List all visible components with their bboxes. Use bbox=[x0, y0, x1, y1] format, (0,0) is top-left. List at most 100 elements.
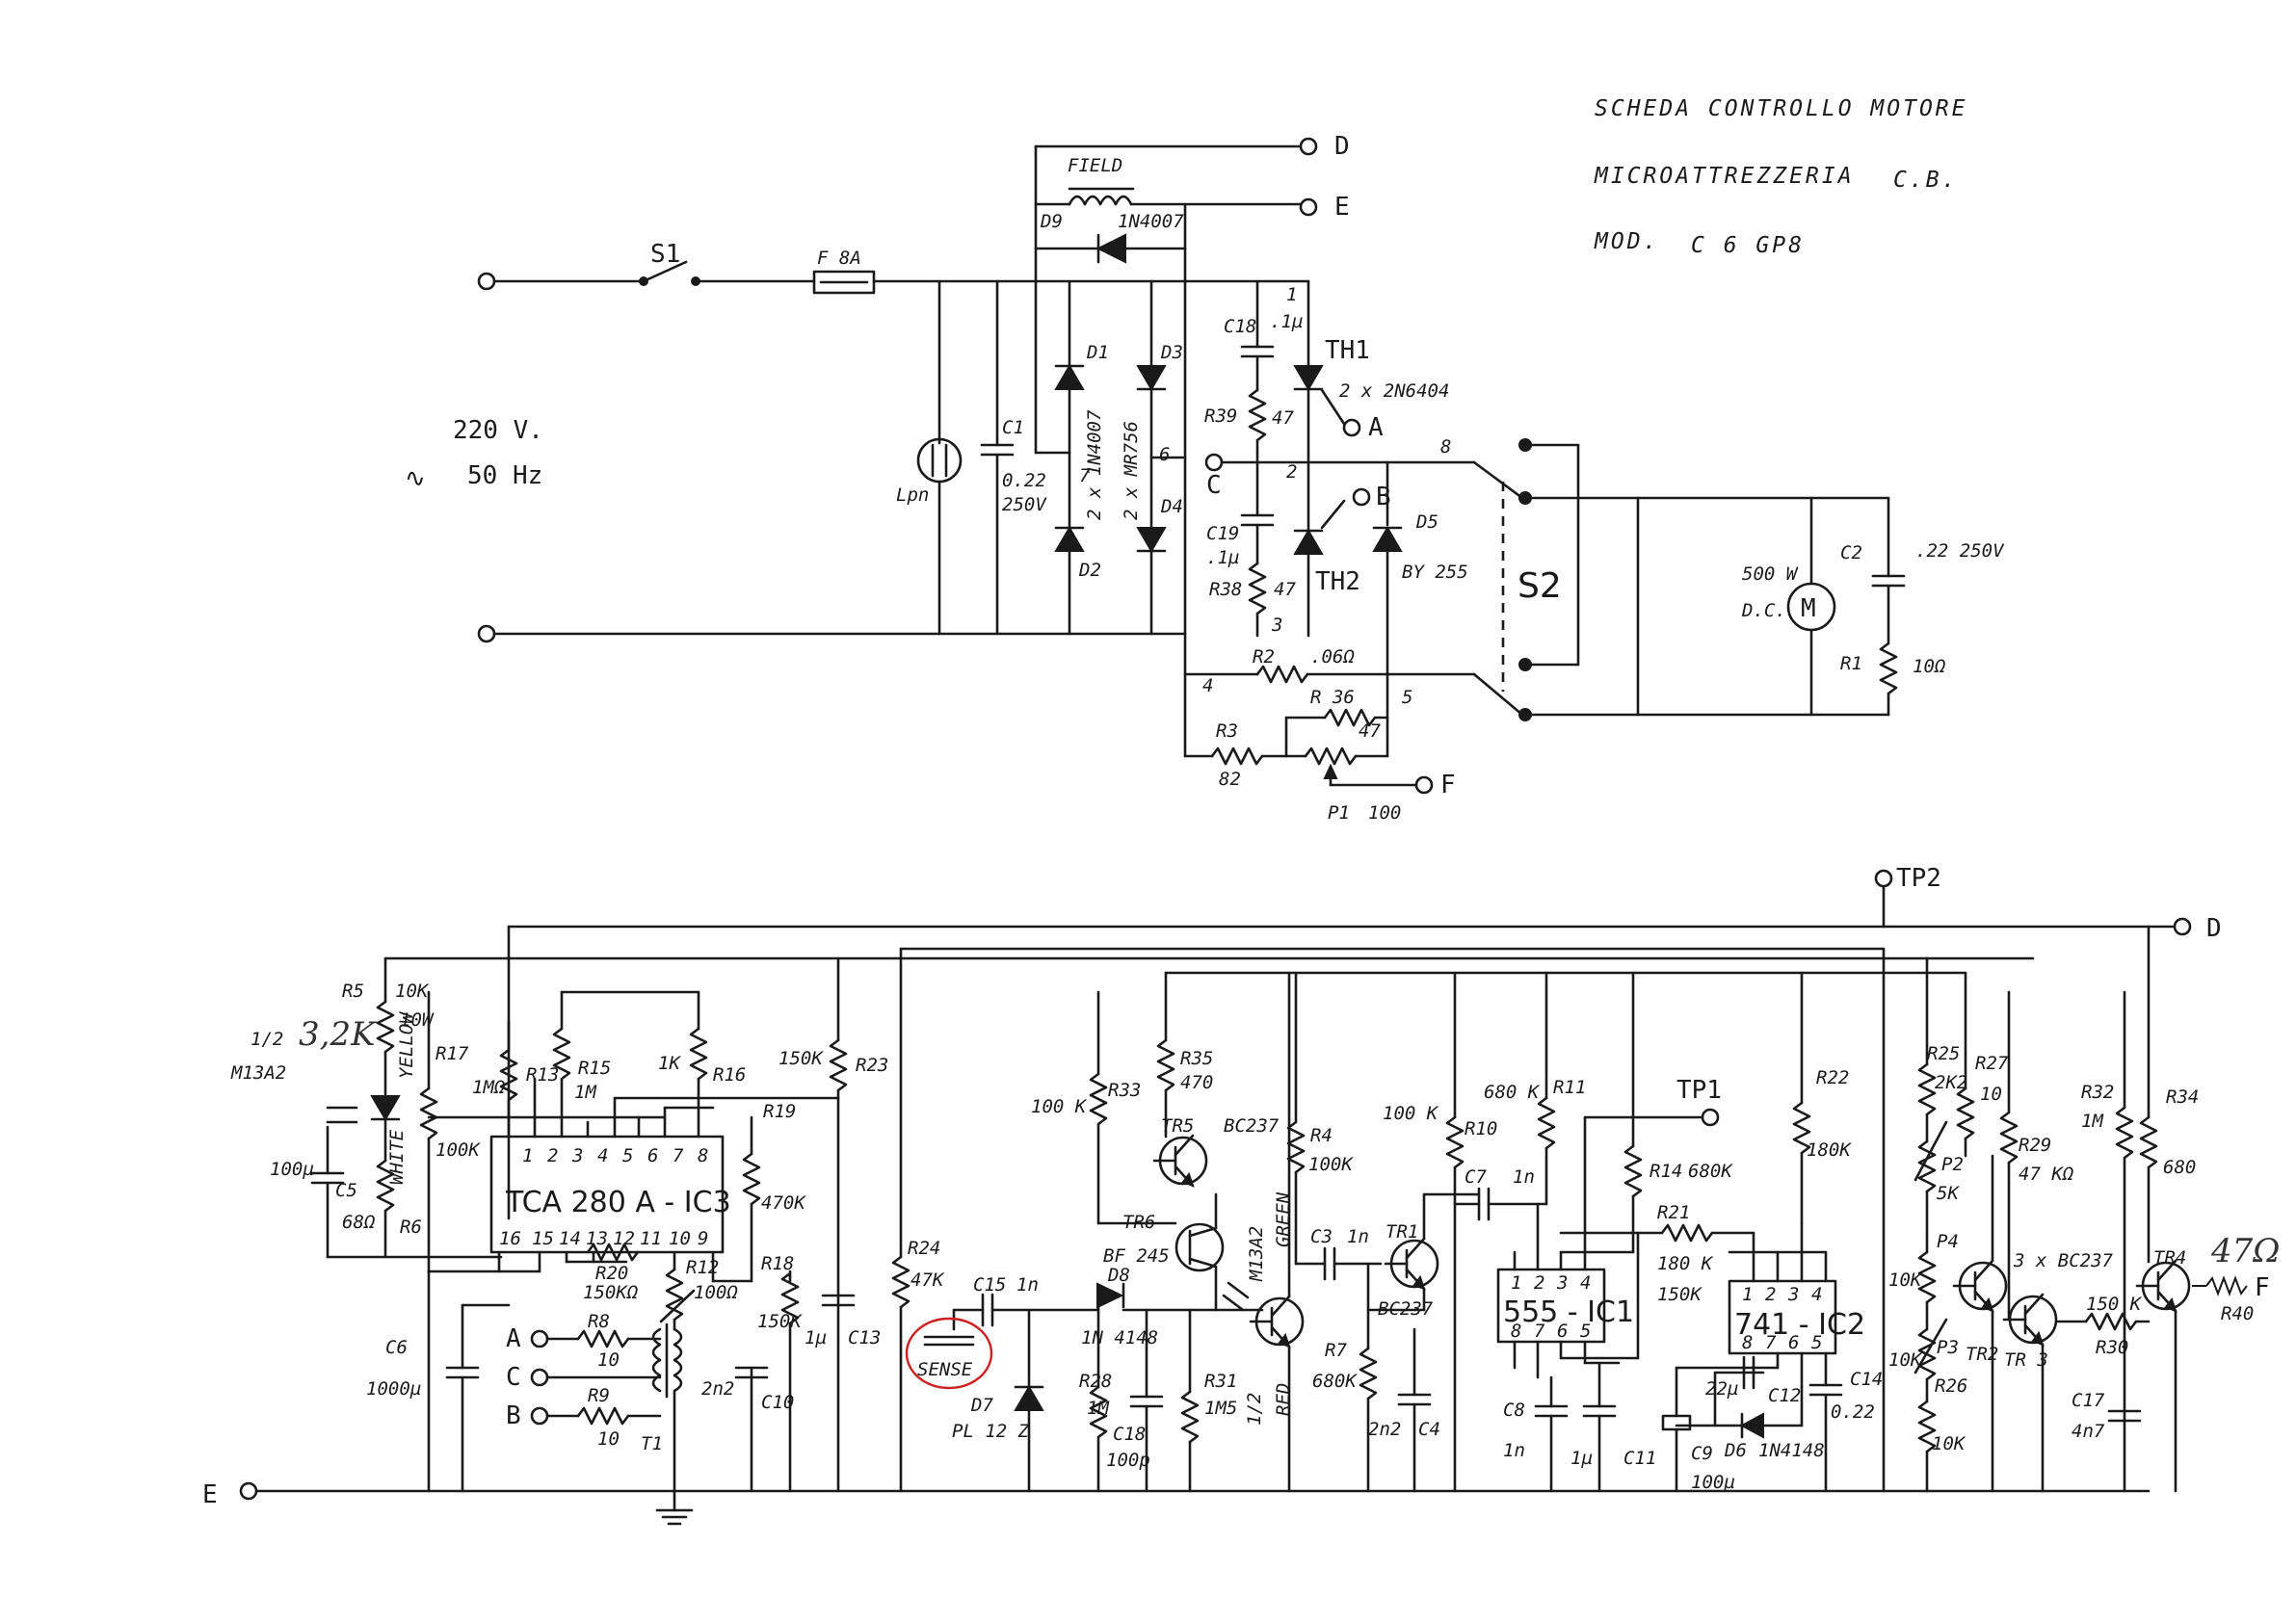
r19-label: R19 bbox=[763, 1101, 796, 1122]
node-5: 5 bbox=[1402, 687, 1412, 708]
p4-label: P4 bbox=[1937, 1231, 1959, 1252]
r17-label: R17 bbox=[435, 1043, 469, 1064]
ic3-pin-13: 13 bbox=[586, 1228, 608, 1249]
opto2-fraction: 1/2 bbox=[1244, 1393, 1265, 1426]
p3-value: 10K bbox=[1888, 1349, 1923, 1371]
c10-label: C10 bbox=[761, 1392, 794, 1413]
r23-label: R23 bbox=[856, 1055, 888, 1076]
c13-value: 1µ bbox=[805, 1327, 827, 1348]
r6-value: 68Ω bbox=[342, 1212, 376, 1233]
d8-value: 1N 4148 bbox=[1081, 1327, 1158, 1348]
s1-label: S1 bbox=[650, 240, 680, 269]
wire-red: RED bbox=[1273, 1383, 1294, 1416]
transformer-t1-primary bbox=[651, 1327, 662, 1393]
r1-label: R1 bbox=[1840, 653, 1862, 674]
d2-label: D2 bbox=[1078, 560, 1101, 581]
r21-value: 180 K bbox=[1657, 1253, 1714, 1274]
r27-label: R27 bbox=[1975, 1053, 2009, 1074]
r38-value: 47 bbox=[1274, 579, 1296, 600]
r32-value: 1M bbox=[2081, 1111, 2103, 1132]
r11-value: 680 K bbox=[1484, 1082, 1541, 1103]
c12-value: 22µ bbox=[1705, 1378, 1738, 1400]
c7-value: 1n bbox=[1513, 1166, 1535, 1188]
neon-lamp bbox=[916, 437, 963, 484]
r9-value: 10 bbox=[597, 1428, 620, 1450]
ic3-label: TCA 280 A - IC3 bbox=[505, 1186, 731, 1219]
node-6: 6 bbox=[1159, 444, 1170, 465]
c11-label: C11 bbox=[1623, 1448, 1656, 1469]
title-line-2: MICROATTREZZERIA bbox=[1594, 164, 1855, 189]
r2-label: R2 bbox=[1253, 646, 1275, 668]
r35-value: 470 bbox=[1180, 1072, 1213, 1093]
ic3-pin-4: 4 bbox=[597, 1145, 608, 1166]
ic3-pin-10: 10 bbox=[669, 1228, 691, 1249]
c8-label: C8 bbox=[1503, 1400, 1525, 1421]
r14-label: R14 bbox=[1649, 1161, 1682, 1182]
r12-value: 100Ω bbox=[694, 1282, 738, 1303]
ic2-pin-3: 3 bbox=[1787, 1284, 1799, 1305]
r22-label: R22 bbox=[1816, 1067, 1849, 1088]
transistor-tr5 bbox=[1152, 1134, 1208, 1188]
tp1-label: TP1 bbox=[1676, 1076, 1722, 1105]
lamp-label: Lpn bbox=[896, 484, 929, 506]
mains-terminal-top bbox=[477, 272, 496, 291]
r8-value: 10 bbox=[597, 1349, 620, 1371]
ic1-555 bbox=[1496, 1268, 1606, 1344]
c18-label: C18 bbox=[1113, 1424, 1146, 1445]
ic1-pin-8: 8 bbox=[1511, 1321, 1521, 1342]
d9-label: D9 bbox=[1040, 211, 1063, 232]
c18p-label: C18 bbox=[1224, 316, 1256, 337]
d6-value: 1N4148 bbox=[1758, 1440, 1825, 1461]
ic2-pin-1: 1 bbox=[1742, 1284, 1753, 1305]
ic1-pin-1: 1 bbox=[1511, 1272, 1521, 1294]
r18-value: 150K bbox=[757, 1311, 803, 1332]
motor-power: 500 W bbox=[1742, 563, 1799, 585]
d7-value: PL 12 Z bbox=[952, 1421, 1030, 1442]
title-block: SCHEDA CONTROLLO MOTORE MICROATTREZZERIA… bbox=[1594, 96, 1968, 258]
node-2: 2 bbox=[1286, 461, 1297, 483]
p1-label: P1 bbox=[1328, 802, 1350, 824]
c2-value: .22 250V bbox=[1915, 540, 2005, 562]
d9-value: 1N4007 bbox=[1118, 211, 1184, 232]
node-7: 7 bbox=[1079, 465, 1091, 486]
r27-value: 10 bbox=[1980, 1084, 2002, 1105]
wire-green: GREEN bbox=[1273, 1191, 1294, 1247]
ic3-tca280a bbox=[489, 1135, 725, 1254]
c6-value: 1000µ bbox=[366, 1378, 421, 1400]
node-8: 8 bbox=[1440, 436, 1451, 458]
r31-value: 1M5 bbox=[1204, 1398, 1237, 1419]
r25-label: R25 bbox=[1927, 1043, 1960, 1064]
r29-label: R29 bbox=[2019, 1135, 2051, 1156]
opto2-phototransistor bbox=[1249, 1295, 1305, 1348]
c1-label: C1 bbox=[1002, 417, 1024, 438]
r13-value: 1MΩ bbox=[472, 1077, 506, 1098]
r30-label: R30 bbox=[2096, 1337, 2128, 1358]
r11-label: R11 bbox=[1553, 1077, 1586, 1098]
r3-label: R3 bbox=[1216, 720, 1238, 742]
title-line-1: SCHEDA CONTROLLO MOTORE bbox=[1595, 96, 1968, 121]
r10-label: R10 bbox=[1465, 1118, 1497, 1139]
p4-value: 10K bbox=[1888, 1270, 1923, 1291]
d12-value: 2 x 1N4007 bbox=[1084, 409, 1105, 520]
terminal-b-ctrl: B bbox=[506, 1401, 521, 1430]
r21-handwritten: 150K bbox=[1657, 1284, 1702, 1305]
terminal-e-bottom: E bbox=[202, 1480, 218, 1509]
d1-label: D1 bbox=[1086, 342, 1109, 363]
c8-value: 1n bbox=[1503, 1440, 1525, 1461]
r9-label: R9 bbox=[588, 1385, 610, 1406]
r7-value: 680K bbox=[1312, 1371, 1358, 1392]
r20-value: 150KΩ bbox=[583, 1282, 639, 1303]
ic3-pin-8: 8 bbox=[698, 1145, 708, 1166]
title-line-3b: C 6 GP8 bbox=[1691, 233, 1805, 258]
r16-label: R16 bbox=[713, 1064, 746, 1086]
r5-wattage: 10W bbox=[400, 1009, 435, 1031]
c17-value: 4n7 bbox=[2072, 1421, 2105, 1442]
d5-label: D5 bbox=[1415, 511, 1438, 533]
c18p-value: .1µ bbox=[1270, 311, 1303, 332]
r2-value: .06Ω bbox=[1310, 646, 1355, 668]
r33-label: R33 bbox=[1108, 1080, 1141, 1101]
r31-label: R31 bbox=[1204, 1371, 1237, 1392]
r17-value: 100K bbox=[435, 1139, 481, 1161]
r26-label: R26 bbox=[1935, 1375, 1967, 1397]
ic3-pin-1: 1 bbox=[522, 1145, 533, 1166]
